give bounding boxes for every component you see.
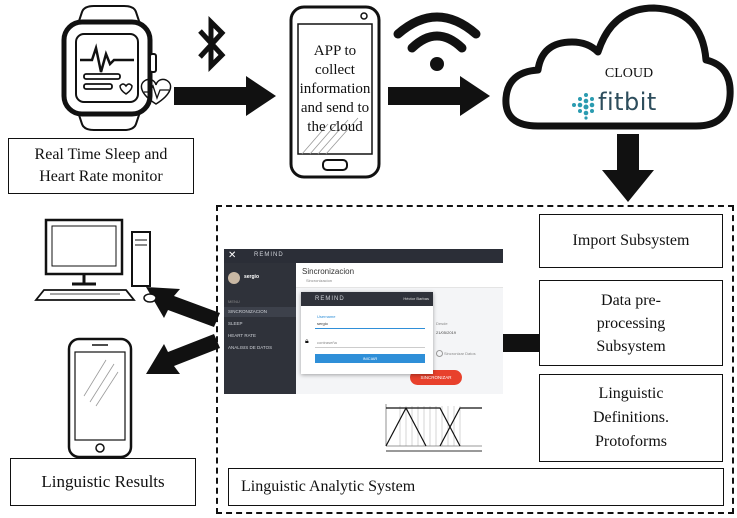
wifi-icon: [393, 12, 481, 71]
definitions-line-1: Linguistic: [598, 385, 664, 402]
dialog-logo: REMIND: [315, 296, 345, 302]
analytic-system-box: Linguistic Analytic System: [228, 468, 724, 506]
fuzzy-membership-graph: [385, 404, 482, 452]
phone-line-2: collect: [315, 62, 355, 78]
page-title: Sincronizacion: [302, 267, 355, 276]
preprocessing-line-1: Data pre-: [601, 291, 661, 309]
sidebar-menu-header: MENU: [228, 299, 240, 304]
password-value: contraseña: [317, 340, 337, 345]
sidebar-item-sincronizacion[interactable]: SINCRONIZACION: [228, 309, 268, 314]
sidebar-user: sergio: [244, 274, 260, 280]
smartwatch-icon: [61, 5, 157, 131]
monitor-line-1: Real Time Sleep and: [34, 146, 168, 163]
breadcrumb: Sincronizacion: [306, 278, 333, 283]
dialog-user: Héctor Barbas: [403, 296, 429, 301]
cloud-icon: [502, 4, 734, 130]
preprocessing-box: Data pre- processing Subsystem: [539, 280, 723, 366]
login-button[interactable]: INICIAR: [315, 354, 425, 363]
option-label: Sincronizar Datos: [444, 351, 476, 356]
monitor-line-2: Heart Rate monitor: [39, 168, 163, 185]
linguistic-results-label: Linguistic Results: [41, 472, 165, 491]
app-topbar: ✕ REMIND: [224, 249, 503, 263]
desktop-computer-icon: [34, 218, 157, 303]
close-icon: ✕: [228, 250, 237, 261]
phone-line-1: APP to: [313, 43, 357, 59]
phone-line-5: the cloud: [307, 119, 363, 135]
option-radio[interactable]: [436, 350, 443, 357]
sidebar-active-bg: [224, 307, 296, 317]
sidebar-item-sleep[interactable]: SLEEP: [228, 321, 243, 326]
definitions-line-2: Definitions.: [593, 409, 669, 426]
lock-icon: 🔒︎: [305, 338, 309, 345]
app-header: Sincronizacion Sincronizacion: [296, 263, 503, 288]
arrow-phone-to-cloud: [388, 76, 490, 116]
date-value: 21/05/2019: [436, 330, 457, 335]
app-screenshot: ✕ REMIND sergio MENU SINCRONIZACION SLEE…: [224, 249, 503, 394]
linguistic-definitions-box: Linguistic Definitions. Protoforms: [539, 374, 723, 462]
arrow-cloud-to-import: [602, 134, 654, 202]
analytic-system-label: Linguistic Analytic System: [241, 478, 416, 495]
tablet-icon: [67, 337, 133, 459]
sidebar-item-heart-rate[interactable]: HEART RATE: [228, 333, 257, 338]
heart-pulse-icon: [140, 78, 172, 105]
linguistic-results-box: Linguistic Results: [10, 458, 196, 506]
phone-caption: APP to collect information and send to t…: [294, 42, 376, 137]
login-button-label: INICIAR: [362, 356, 378, 361]
app-sidebar: sergio MENU SINCRONIZACION SLEEP HEART R…: [224, 263, 296, 394]
fitbit-brand: fitbit: [598, 88, 657, 116]
cloud-label: CLOUD: [604, 66, 654, 81]
analytic-system-boundary: [216, 205, 734, 514]
avatar: [228, 272, 240, 284]
preprocessing-line-2: processing: [596, 314, 666, 332]
preprocessing-line-3: Subsystem: [596, 337, 666, 355]
import-subsystem-label: Import Subsystem: [572, 232, 690, 249]
sidebar-item-analisis[interactable]: ANALISIS DE DATOS: [228, 345, 273, 350]
bluetooth-icon: [198, 15, 226, 73]
sync-button-label: SINCRONIZAR: [420, 375, 452, 380]
password-field[interactable]: contraseña: [315, 338, 425, 348]
fitbit-logo-icon: [572, 93, 595, 120]
import-subsystem-box: Import Subsystem: [539, 214, 723, 268]
username-value: sergio: [317, 321, 328, 326]
phone-line-3: information: [299, 81, 371, 97]
username-field[interactable]: sergio: [315, 319, 425, 329]
login-dialog: REMIND Héctor Barbas Username sergio 🔒︎ …: [301, 292, 433, 374]
monitor-box: Real Time Sleep and Heart Rate monitor: [8, 138, 194, 194]
definitions-line-3: Protoforms: [595, 433, 667, 450]
app-logo-text: REMIND: [254, 252, 284, 258]
dialog-field-label: Username: [317, 314, 336, 319]
date-label: Desde: [436, 321, 448, 326]
phone-line-4: and send to: [300, 100, 370, 116]
collector-phone-icon: [289, 5, 381, 179]
arrow-app-to-tablet: [146, 334, 220, 374]
arrow-watch-to-phone: [174, 76, 276, 116]
arrow-app-to-computer: [146, 287, 220, 327]
dialog-header: REMIND Héctor Barbas: [301, 292, 433, 306]
